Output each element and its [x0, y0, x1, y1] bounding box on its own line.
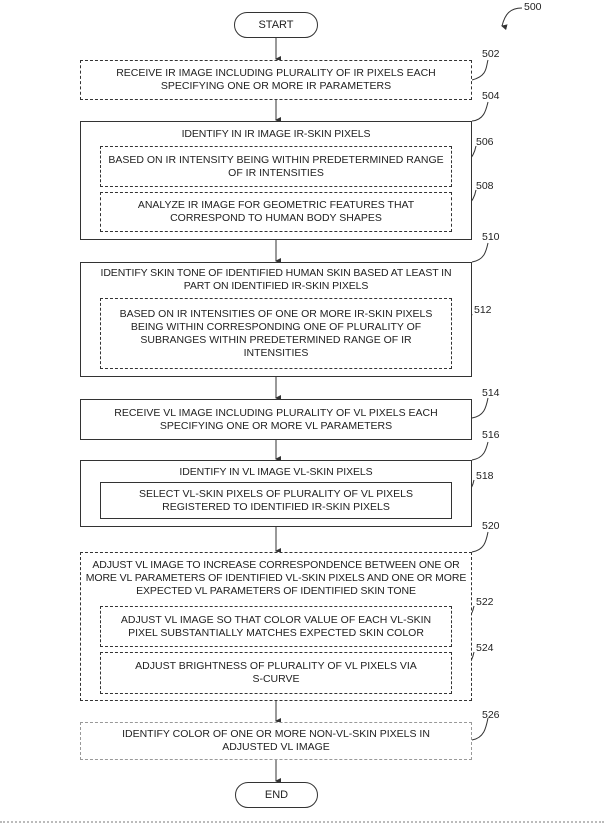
leader-514	[471, 397, 489, 419]
step-520-text: ADJUST VL IMAGE TO INCREASE CORRESPONDEN…	[85, 559, 467, 597]
step-506-text: BASED ON IR INTENSITY BEING WITHIN PREDE…	[108, 153, 444, 179]
end-label: END	[264, 789, 289, 801]
step-524-text: ADJUST BRIGHTNESS OF PLURALITY OF VL PIX…	[135, 660, 417, 685]
ref-522: 522	[476, 596, 494, 608]
step-514: RECEIVE VL IMAGE INCLUDING PLURALITY OF …	[80, 399, 472, 440]
step-512: BASED ON IR INTENSITIES OF ONE OR MORE I…	[100, 298, 452, 369]
end-terminal: END	[235, 782, 318, 808]
leader-502	[471, 59, 489, 81]
ref-514: 514	[482, 387, 500, 399]
leader-526	[471, 717, 489, 741]
step-514-text: RECEIVE VL IMAGE INCLUDING PLURALITY OF …	[114, 406, 438, 432]
ref-510: 510	[482, 231, 500, 243]
step-510-text: IDENTIFY SKIN TONE OF IDENTIFIED HUMAN S…	[100, 267, 452, 292]
step-526: IDENTIFY COLOR OF ONE OR MORE NON-VL-SKI…	[80, 722, 472, 760]
ref-504: 504	[482, 90, 500, 102]
page-divider	[0, 821, 604, 823]
ref-518: 518	[476, 470, 494, 482]
step-526-text: IDENTIFY COLOR OF ONE OR MORE NON-VL-SKI…	[122, 728, 430, 753]
leader-504	[471, 101, 489, 122]
step-512-text: BASED ON IR INTENSITIES OF ONE OR MORE I…	[119, 307, 433, 359]
step-508: ANALYZE IR IMAGE FOR GEOMETRIC FEATURES …	[100, 192, 452, 232]
figure-ref: 500	[524, 1, 542, 13]
leader-520	[471, 531, 489, 553]
ref-520: 520	[482, 520, 500, 532]
step-502: RECEIVE IR IMAGE INCLUDING PLURALITY OF …	[80, 60, 472, 100]
leader-510	[471, 242, 489, 263]
leader-500	[501, 7, 523, 31]
step-522: ADJUST VL IMAGE SO THAT COLOR VALUE OF E…	[100, 606, 452, 647]
ref-506: 506	[476, 136, 494, 148]
ref-502: 502	[482, 48, 500, 60]
step-506: BASED ON IR INTENSITY BEING WITHIN PREDE…	[100, 146, 452, 187]
step-516-text: IDENTIFY IN VL IMAGE VL-SKIN PIXELS	[179, 466, 373, 478]
step-508-text: ANALYZE IR IMAGE FOR GEOMETRIC FEATURES …	[137, 199, 415, 224]
step-518: SELECT VL-SKIN PIXELS OF PLURALITY OF VL…	[100, 482, 452, 519]
step-504-text: IDENTIFY IN IR IMAGE IR-SKIN PIXELS	[181, 128, 371, 140]
step-518-text: SELECT VL-SKIN PIXELS OF PLURALITY OF VL…	[138, 487, 414, 513]
ref-524: 524	[476, 642, 494, 654]
start-terminal: START	[234, 12, 318, 38]
leader-516	[471, 441, 489, 461]
ref-526: 526	[482, 709, 500, 721]
ref-516: 516	[482, 429, 500, 441]
start-label: START	[258, 19, 294, 31]
step-522-text: ADJUST VL IMAGE SO THAT COLOR VALUE OF E…	[120, 613, 432, 639]
ref-508: 508	[476, 180, 494, 192]
step-524: ADJUST BRIGHTNESS OF PLURALITY OF VL PIX…	[100, 652, 452, 694]
ref-512: 512	[474, 304, 492, 316]
step-502-text: RECEIVE IR IMAGE INCLUDING PLURALITY OF …	[116, 67, 436, 92]
